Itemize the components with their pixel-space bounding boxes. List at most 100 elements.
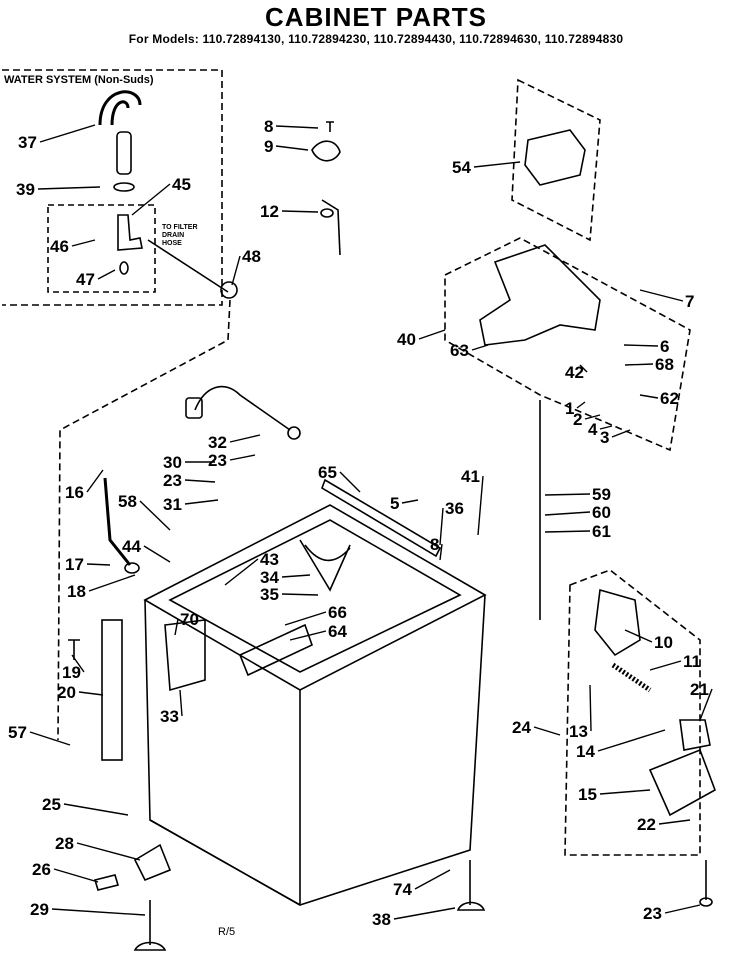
drain-hose: [103, 477, 132, 566]
callout-23: 23: [163, 471, 182, 490]
leader-54: [473, 161, 521, 168]
leader-39: [37, 186, 101, 190]
leader-35: [281, 593, 319, 596]
callout-25: 25: [42, 795, 61, 814]
leader-48: [231, 255, 241, 286]
callout-68: 68: [655, 355, 674, 374]
leader-26: [53, 868, 99, 883]
bracket-15: [648, 748, 716, 817]
callout-10: 10: [654, 633, 673, 652]
callout-24: 24: [512, 718, 531, 737]
leader-74: [414, 869, 451, 890]
callout-8: 8: [430, 535, 439, 554]
lid-hinge-rail: [321, 478, 442, 558]
inlet-valve-box: [511, 78, 601, 242]
callout-11: 11: [683, 652, 701, 671]
callout-15: 15: [578, 785, 597, 804]
callout-54: 54: [452, 158, 471, 177]
callout-60: 60: [592, 503, 611, 522]
leader-2: [584, 414, 601, 420]
switch-plug: [185, 397, 203, 419]
switch-cable: [194, 385, 291, 431]
callout-65: 65: [318, 463, 337, 482]
leader-28: [76, 842, 141, 861]
callout-26: 26: [32, 860, 51, 879]
leader-31: [184, 499, 219, 505]
cabinet-top: [143, 504, 487, 691]
leader-65: [339, 471, 361, 493]
inset-leader: [147, 239, 229, 293]
callout-42: 42: [565, 363, 584, 382]
leader-21: [699, 688, 713, 721]
leader-58: [139, 500, 171, 531]
inlet-hose: [98, 90, 142, 126]
leader-42: [579, 364, 588, 373]
callout-7: 7: [685, 292, 694, 311]
leader-36: [439, 507, 444, 546]
callout-36: 36: [445, 499, 464, 518]
models-line: For Models: 110.72894130, 110.72894230, …: [128, 32, 624, 46]
callout-43: 43: [260, 550, 279, 569]
leader-15: [599, 789, 651, 795]
callout-28: 28: [55, 834, 74, 853]
leader-38: [393, 907, 456, 920]
callout-6: 6: [660, 337, 669, 356]
cabinet-panel-bottom: [149, 819, 301, 906]
callout-1: 1: [565, 399, 574, 418]
leader-1: [576, 401, 586, 409]
clip-9: [311, 140, 341, 162]
cabinet-front: [144, 594, 486, 906]
callout-63: 63: [450, 341, 469, 360]
leader-32: [229, 434, 261, 443]
callout-44: 44: [122, 537, 141, 556]
leader-4: [599, 425, 613, 430]
connector-32: [287, 426, 301, 440]
hose-clamp-18: [124, 562, 140, 574]
callout-34: 34: [260, 568, 279, 587]
callout-31: 31: [163, 495, 182, 514]
washer-23: [699, 897, 713, 907]
callout-45: 45: [172, 175, 191, 194]
callout-29: 29: [30, 900, 49, 919]
tee-fitting: [117, 214, 143, 251]
callout-61: 61: [592, 522, 611, 541]
inset-title: WATER SYSTEM (Non-Suds): [4, 74, 154, 86]
leader-40: [418, 329, 446, 340]
diagram-title: CABINET PARTS: [265, 2, 487, 32]
page-code: R/5: [218, 926, 235, 938]
foot-28: [133, 843, 172, 882]
leader-66: [284, 611, 327, 626]
leader-23: [184, 479, 216, 483]
dispenser: [479, 244, 601, 346]
leader-23: [229, 454, 256, 461]
callout-35: 35: [260, 585, 279, 604]
callout-13: 13: [569, 722, 588, 741]
callout-4: 4: [588, 420, 598, 439]
callout-17: 17: [65, 555, 84, 574]
inset-note-line-3: HOSE: [162, 240, 182, 247]
cabinet-opening: [168, 519, 462, 673]
callout-12: 12: [260, 202, 279, 221]
callout-19: 19: [62, 663, 81, 682]
leader-43: [224, 558, 259, 586]
callout-57: 57: [8, 723, 27, 742]
callout-21: 21: [690, 680, 709, 699]
clip-21: [679, 719, 711, 751]
leader-17: [86, 563, 111, 566]
callout-41: 41: [461, 467, 480, 486]
spring-lid: [299, 539, 351, 592]
inset-border: [2, 69, 223, 306]
hose-clamp: [113, 182, 135, 192]
leader-45: [131, 183, 171, 216]
callout-18: 18: [67, 582, 86, 601]
leader-7: [639, 289, 684, 302]
leader-24: [533, 726, 561, 736]
leader-3: [611, 429, 631, 438]
callout-59: 59: [592, 485, 611, 504]
callout-46: 46: [50, 237, 69, 256]
leader-61: [544, 530, 591, 533]
leader-46: [71, 239, 96, 247]
spring-11: [611, 662, 652, 693]
screw-8: [326, 121, 334, 132]
